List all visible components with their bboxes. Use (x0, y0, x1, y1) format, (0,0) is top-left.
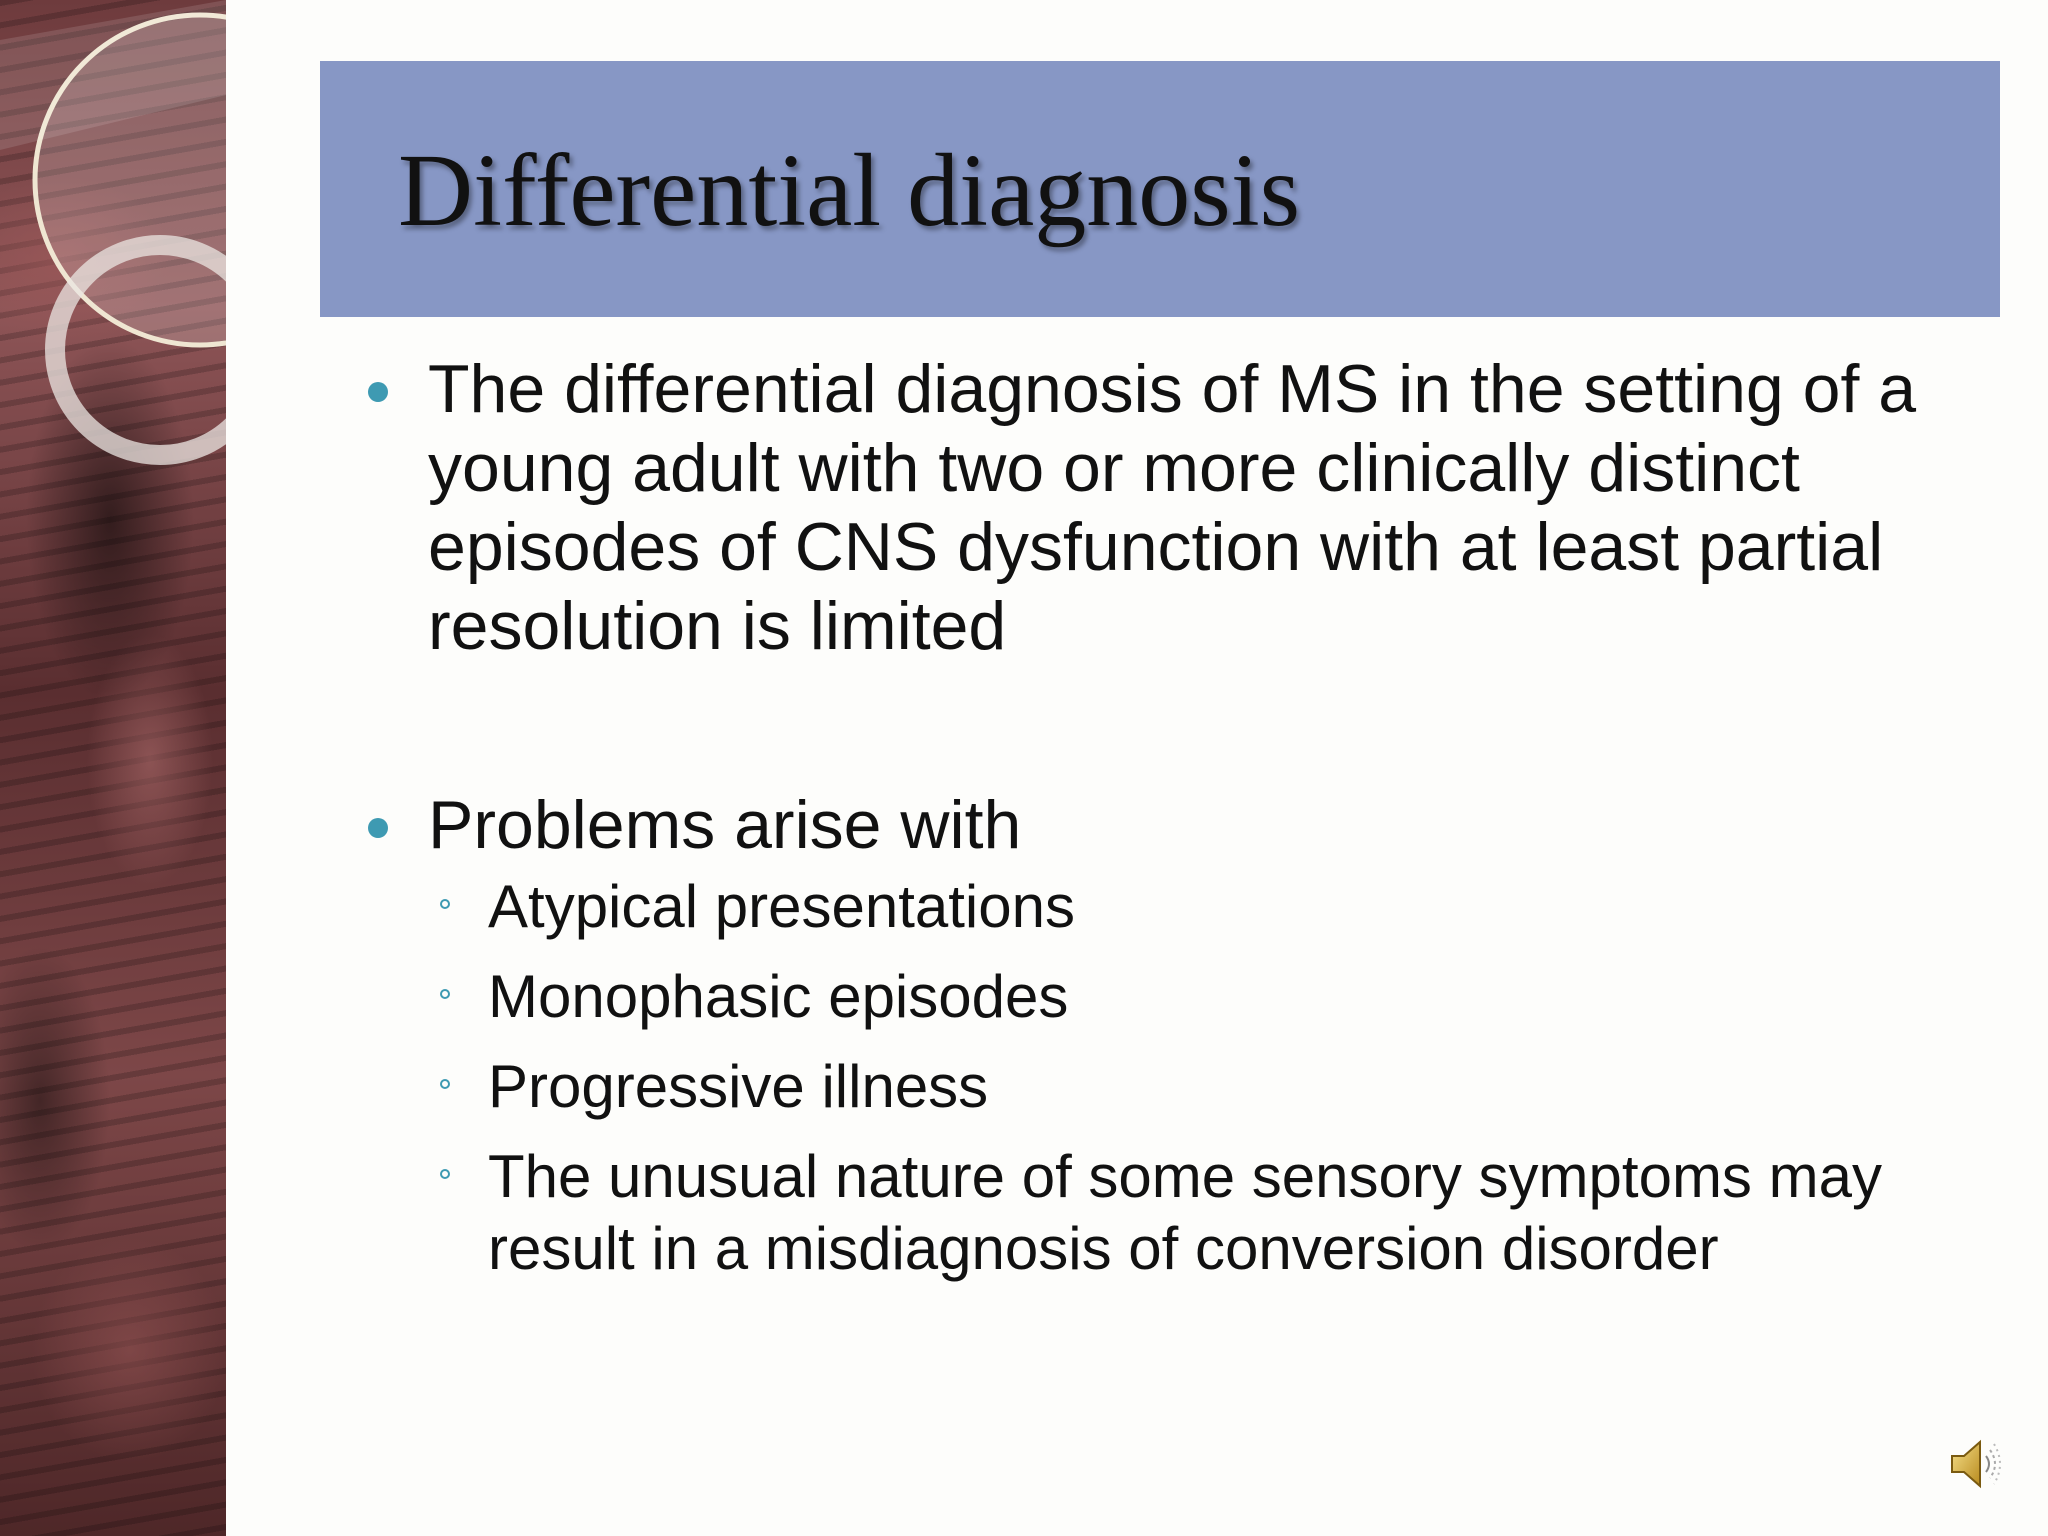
filled-circle-bullet-icon (368, 382, 388, 402)
speaker-icon[interactable] (1944, 1432, 2008, 1496)
title-banner: Differential diagnosis (320, 61, 2000, 317)
sub-bullet-item: The unusual nature of some sensory sympt… (360, 1141, 2000, 1285)
hollow-circle-bullet-icon (440, 899, 450, 909)
sub-bullet-item: Monophasic episodes (360, 961, 2000, 1033)
sub-bullet-item: Atypical presentations (360, 871, 2000, 943)
sub-bullet-list: Atypical presentations Monophasic episod… (360, 871, 2000, 1285)
filled-circle-bullet-icon (368, 818, 388, 838)
sub-bullet-text: Atypical presentations (488, 873, 1075, 940)
sub-bullet-text: Progressive illness (488, 1053, 989, 1120)
decorative-rings-icon (0, 0, 226, 465)
sub-bullet-item: Progressive illness (360, 1051, 2000, 1123)
hollow-circle-bullet-icon (440, 1079, 450, 1089)
bullet-item-differential: The differential diagnosis of MS in the … (360, 350, 2000, 666)
sub-bullet-text: Monophasic episodes (488, 963, 1069, 1030)
sub-bullet-text: The unusual nature of some sensory sympt… (488, 1143, 1882, 1282)
spacer (360, 666, 2000, 786)
bullet-text: The differential diagnosis of MS in the … (428, 351, 1917, 664)
bullet-item-problems: Problems arise with (360, 786, 2000, 865)
hollow-circle-bullet-icon (440, 989, 450, 999)
hollow-circle-bullet-icon (440, 1169, 450, 1179)
side-image-panel (0, 0, 226, 1536)
bullet-text: Problems arise with (428, 787, 1022, 863)
slide-content: The differential diagnosis of MS in the … (360, 350, 2000, 1303)
slide-title: Differential diagnosis (398, 133, 1301, 248)
